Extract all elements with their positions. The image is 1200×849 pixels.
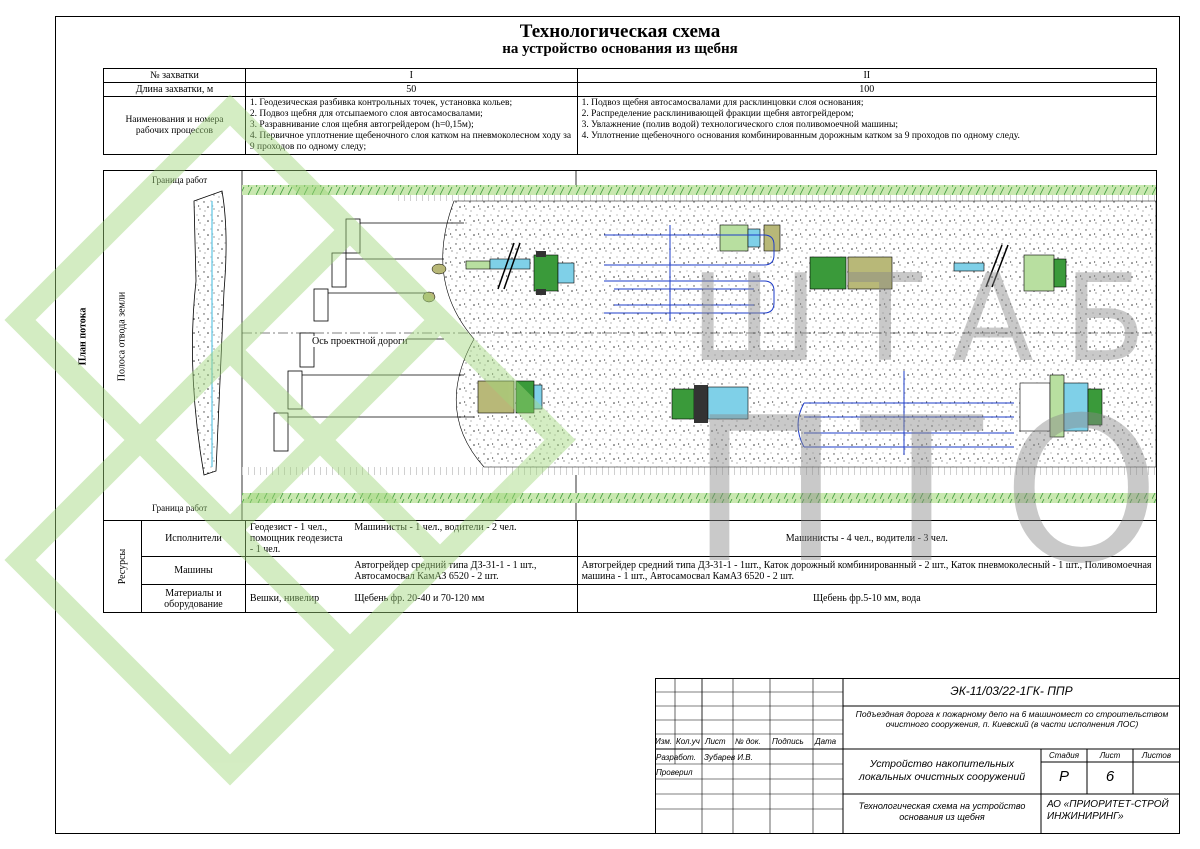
roller-passes-upper <box>604 225 775 321</box>
res-machines-z1-left <box>244 556 351 585</box>
zone2-process-4: 4. Уплотнение щебеночного основания комб… <box>581 131 1020 141</box>
length-label: Длина захватки, м <box>103 82 246 97</box>
zone2-processes: 1. Подвоз щебня автосамосвалами для раск… <box>576 96 1158 155</box>
page-title: Технологическая схема <box>519 21 721 42</box>
col-list: Лист <box>705 737 726 746</box>
sheet-value: 6 <box>1105 768 1115 785</box>
zone1-process-4: 4. Первичное уплотнение щебеночного слоя… <box>249 131 572 152</box>
zone2-number: II <box>576 68 1158 83</box>
res-row-machines-label: Машины <box>140 556 246 585</box>
sheet-label: Лист <box>1099 751 1121 760</box>
title-block-grid <box>655 678 1180 834</box>
top-grass-strip <box>242 185 1156 195</box>
res-performers-z1-right: Машинисты - 1 чел., водители - 2 чел. <box>350 520 578 557</box>
res-row-performers-label: Исполнители <box>140 520 246 557</box>
resources-group: Ресурсы <box>103 520 142 613</box>
role-checker: Проверил <box>656 768 693 777</box>
col-sign: Подпись <box>772 737 804 746</box>
grader-zone1 <box>465 242 575 295</box>
resources-table: Ресурсы Исполнители Геодезист - 1 чел., … <box>103 520 1158 613</box>
sheets-label: Листов <box>1141 751 1172 760</box>
company-name: АО «ПРИОРИТЕТ-СТРОЙ ИНЖИНИРИНГ» <box>1047 799 1169 822</box>
zone1-process-2: 2. Подвоз щебня для отсыпаемого слоя авт… <box>249 109 483 119</box>
axis-label: Ось проектной дороги <box>312 336 408 347</box>
cross-section <box>192 190 227 476</box>
zone2-process-1: 1. Подвоз щебня автосамосвалами для раск… <box>581 98 864 108</box>
zahvatki-label: № захватки <box>103 68 246 83</box>
col-kol: Кол.уч <box>676 737 700 746</box>
roller-passes-lower <box>797 371 1014 455</box>
title-block: Изм. Кол.уч Лист № док. Подпись Дата Раз… <box>655 678 1180 834</box>
boundary-top: Граница работ <box>152 175 208 185</box>
doc-code: ЭК-11/03/22-1ГК- ППР <box>950 684 1073 698</box>
res-materials-z2: Щебень фр.5-10 мм, вода <box>576 584 1158 613</box>
zone2-process-2: 2. Распределение расклинивающей фракции … <box>581 109 854 119</box>
res-machines-z2: Автогрейдер средний типа ДЗ-31-1 - 1шт.,… <box>576 556 1158 585</box>
res-machines-z1-right: Автогрейдер средний типа ДЗ-31-1 - 1 шт.… <box>350 556 578 585</box>
res-performers-z1-left: Геодезист - 1 чел., помощник геодезиста … <box>244 520 351 557</box>
res-performers-z2: Машинисты - 4 чел., водители - 3 чел. <box>576 520 1158 557</box>
plan-side-label: План потока <box>77 307 89 366</box>
res-row-materials-label: Материалы и оборудование <box>140 584 246 613</box>
bottom-ruler <box>242 467 1156 475</box>
bottom-grass-strip <box>242 493 1156 503</box>
dump-truck-zone2 <box>809 256 893 290</box>
zone1-length: 50 <box>244 82 578 97</box>
object-name: Подъездная дорога к пожарному депо на 6 … <box>855 709 1169 729</box>
process-label: Наименования и номера рабочих процессов <box>103 96 246 155</box>
resources-label: Ресурсы <box>116 548 128 585</box>
drawing-name: Технологическая схема на устройство осно… <box>858 801 1026 822</box>
zone1-process-1: 1. Геодезическая разбивка контрольных то… <box>249 98 513 108</box>
stage-value: Р <box>1058 768 1069 785</box>
role-developer: Разработ. <box>656 753 696 762</box>
zone1-process-3: 3. Разравнивание слоя щебня автогрейдеро… <box>249 120 474 130</box>
zone2-length: 100 <box>576 82 1158 97</box>
page-subtitle: на устройство основания из щебня <box>502 41 738 57</box>
flow-plan: План потока Полоса отвода земли Граница … <box>77 170 1157 521</box>
plan-drawing <box>192 171 1157 520</box>
grader-zone2 <box>953 244 1067 292</box>
section-name: Устройство накопительных локальных очист… <box>858 758 1026 783</box>
developer-name: Зубарев И.В. <box>704 753 753 762</box>
drawing-frame <box>55 16 1180 834</box>
zone1-processes: 1. Геодезическая разбивка контрольных то… <box>244 96 578 155</box>
process-table: № захватки I II Длина захватки, м 50 100… <box>103 68 1158 155</box>
res-materials-z1-right: Щебень фр. 20-40 и 70-120 мм <box>350 584 578 613</box>
pegs <box>273 218 474 452</box>
col-doc: № док. <box>735 737 761 746</box>
dump-truck-zone1 <box>477 380 543 414</box>
combined-roller <box>1019 374 1103 438</box>
col-date: Дата <box>815 737 837 746</box>
boundary-bottom: Граница работ <box>152 503 208 513</box>
zone2-process-3: 3. Увлажнение (полив водой) технологичес… <box>581 120 899 130</box>
roller-zone2-upper <box>719 224 781 252</box>
top-ruler <box>394 195 1156 201</box>
stage-label: Стадия <box>1049 751 1079 760</box>
zone1-number: I <box>244 68 578 83</box>
strip-label: Полоса отвода земли <box>116 291 128 382</box>
col-izm: Изм. <box>655 737 673 746</box>
res-materials-z1-left: Вешки, нивелир <box>244 584 351 613</box>
watering-machine <box>671 385 749 423</box>
